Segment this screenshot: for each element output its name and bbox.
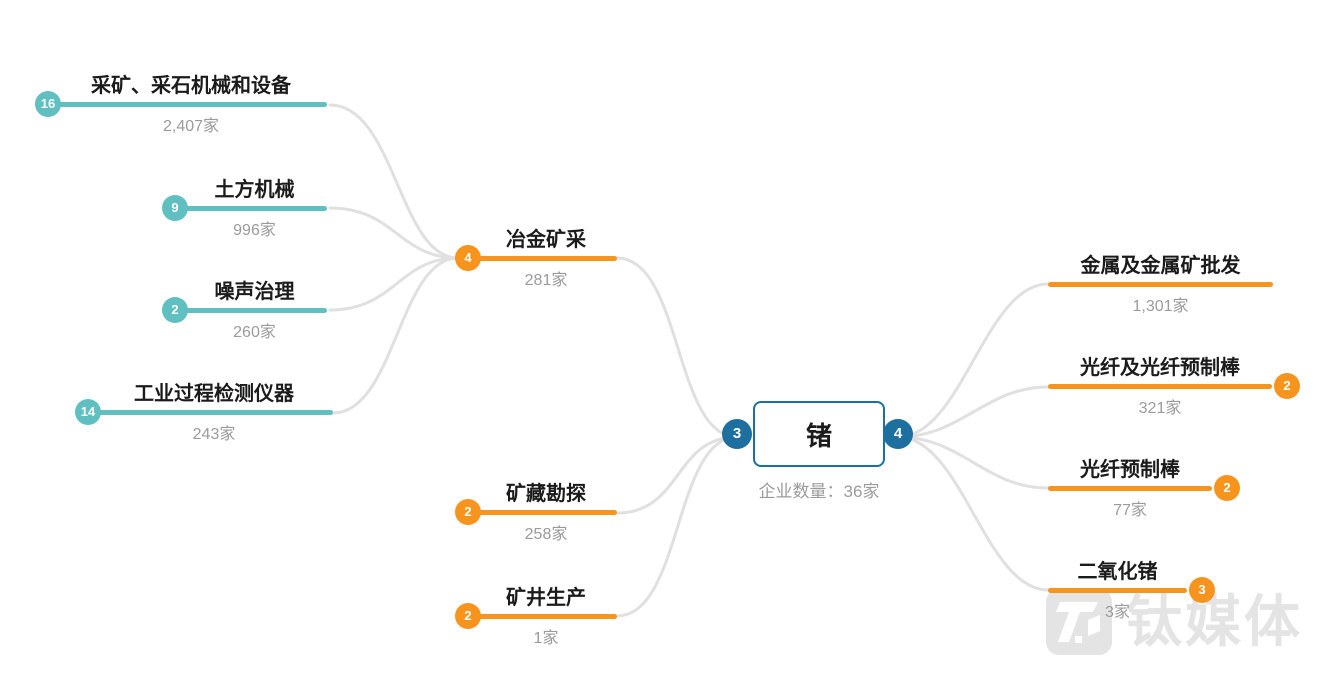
node-label: 矿井生产 [506,587,586,609]
watermark-text: 钛媒体 [1126,590,1303,653]
node-underline [1048,384,1272,389]
node-company-count: 243家 [192,426,236,443]
branch-count-badge[interactable]: 16 [35,91,61,117]
connector [328,256,460,312]
center-right-badge[interactable]: 4 [883,419,913,449]
connector [331,256,460,415]
node-germanium-dioxide[interactable]: 3 二氧化锗 3家 [1048,558,1215,622]
branch-count-badge[interactable]: 14 [75,399,101,425]
node-germanium-center[interactable]: 锗 [753,401,885,467]
node-company-count: 258家 [524,526,568,543]
node-company-count: 1家 [533,630,559,647]
node-company-count: 281家 [524,272,568,289]
node-label: 光纤预制棒 [1080,459,1180,481]
node-underline [475,510,617,515]
branch-count-badge[interactable]: 9 [162,195,188,221]
node-earthmoving-machinery[interactable]: 9 土方机械 996家 [162,176,327,240]
branch-count-badge[interactable]: 2 [162,297,188,323]
node-noise-control[interactable]: 2 噪声治理 260家 [162,278,327,342]
node-company-count: 3家 [1105,604,1130,621]
node-label: 矿藏勘探 [506,483,586,505]
node-mineral-exploration[interactable]: 2 矿藏勘探 258家 [455,480,617,544]
center-company-count: 企业数量：36家 [758,482,880,501]
node-metal-ore-wholesale[interactable]: 金属及金属矿批发 1,301家 [1048,252,1273,316]
node-mining-quarry-machinery[interactable]: 16 采矿、采石机械和设备 2,407家 [35,72,327,136]
node-optical-fiber-preform[interactable]: 2 光纤预制棒 77家 [1048,456,1240,520]
center-left-badge[interactable]: 3 [722,419,752,449]
node-underline [182,308,327,313]
node-label: 冶金矿采 [506,229,586,251]
branch-count-badge[interactable]: 2 [1214,475,1240,501]
connector [896,282,1050,439]
node-label: 二氧化锗 [1077,561,1158,583]
node-mine-production[interactable]: 2 矿井生产 1家 [455,584,617,648]
connector [896,435,1050,592]
connector [615,435,739,618]
node-company-count: 996家 [233,222,276,239]
node-underline [475,256,617,261]
watermark: 钛媒体 [1044,586,1303,658]
node-label: 噪声治理 [214,281,295,303]
node-label: 金属及金属矿批发 [1080,255,1241,277]
node-company-count: 321家 [1138,400,1182,417]
node-underline [1048,486,1212,491]
node-label: 工业过程检测仪器 [134,383,294,405]
node-company-count: 77家 [1113,502,1147,519]
node-optical-fiber-and-preform[interactable]: 2 光纤及光纤预制棒 321家 [1048,354,1300,418]
node-underline [182,206,327,211]
tmtpost-logo-icon [1046,589,1112,655]
node-underline [1048,282,1273,287]
node-company-count: 260家 [233,324,276,341]
node-label: 采矿、采石机械和设备 [91,75,291,97]
connector [615,256,739,439]
node-label: 光纤及光纤预制棒 [1080,357,1240,379]
branch-count-badge[interactable]: 2 [455,603,481,629]
node-underline [55,102,327,107]
connector [615,435,739,515]
connector [328,103,460,260]
connector [896,385,1050,439]
node-underline [95,410,333,415]
node-underline [1048,588,1187,593]
connector [896,435,1050,490]
node-company-count: 2,407家 [162,118,220,135]
center-node-label: 锗 [805,420,832,451]
node-underline [475,614,617,619]
connector [328,206,460,260]
node-metallurgical-mining[interactable]: 4 冶金矿采 281家 [455,226,617,290]
node-company-count: 1,301家 [1132,298,1189,315]
branch-count-badge[interactable]: 2 [455,499,481,525]
branch-count-badge[interactable]: 3 [1189,577,1215,603]
branch-count-badge[interactable]: 2 [1274,373,1300,399]
node-industrial-process-instruments[interactable]: 14 工业过程检测仪器 243家 [75,380,333,444]
branch-count-badge[interactable]: 4 [455,245,481,271]
node-label: 土方机械 [214,179,295,201]
